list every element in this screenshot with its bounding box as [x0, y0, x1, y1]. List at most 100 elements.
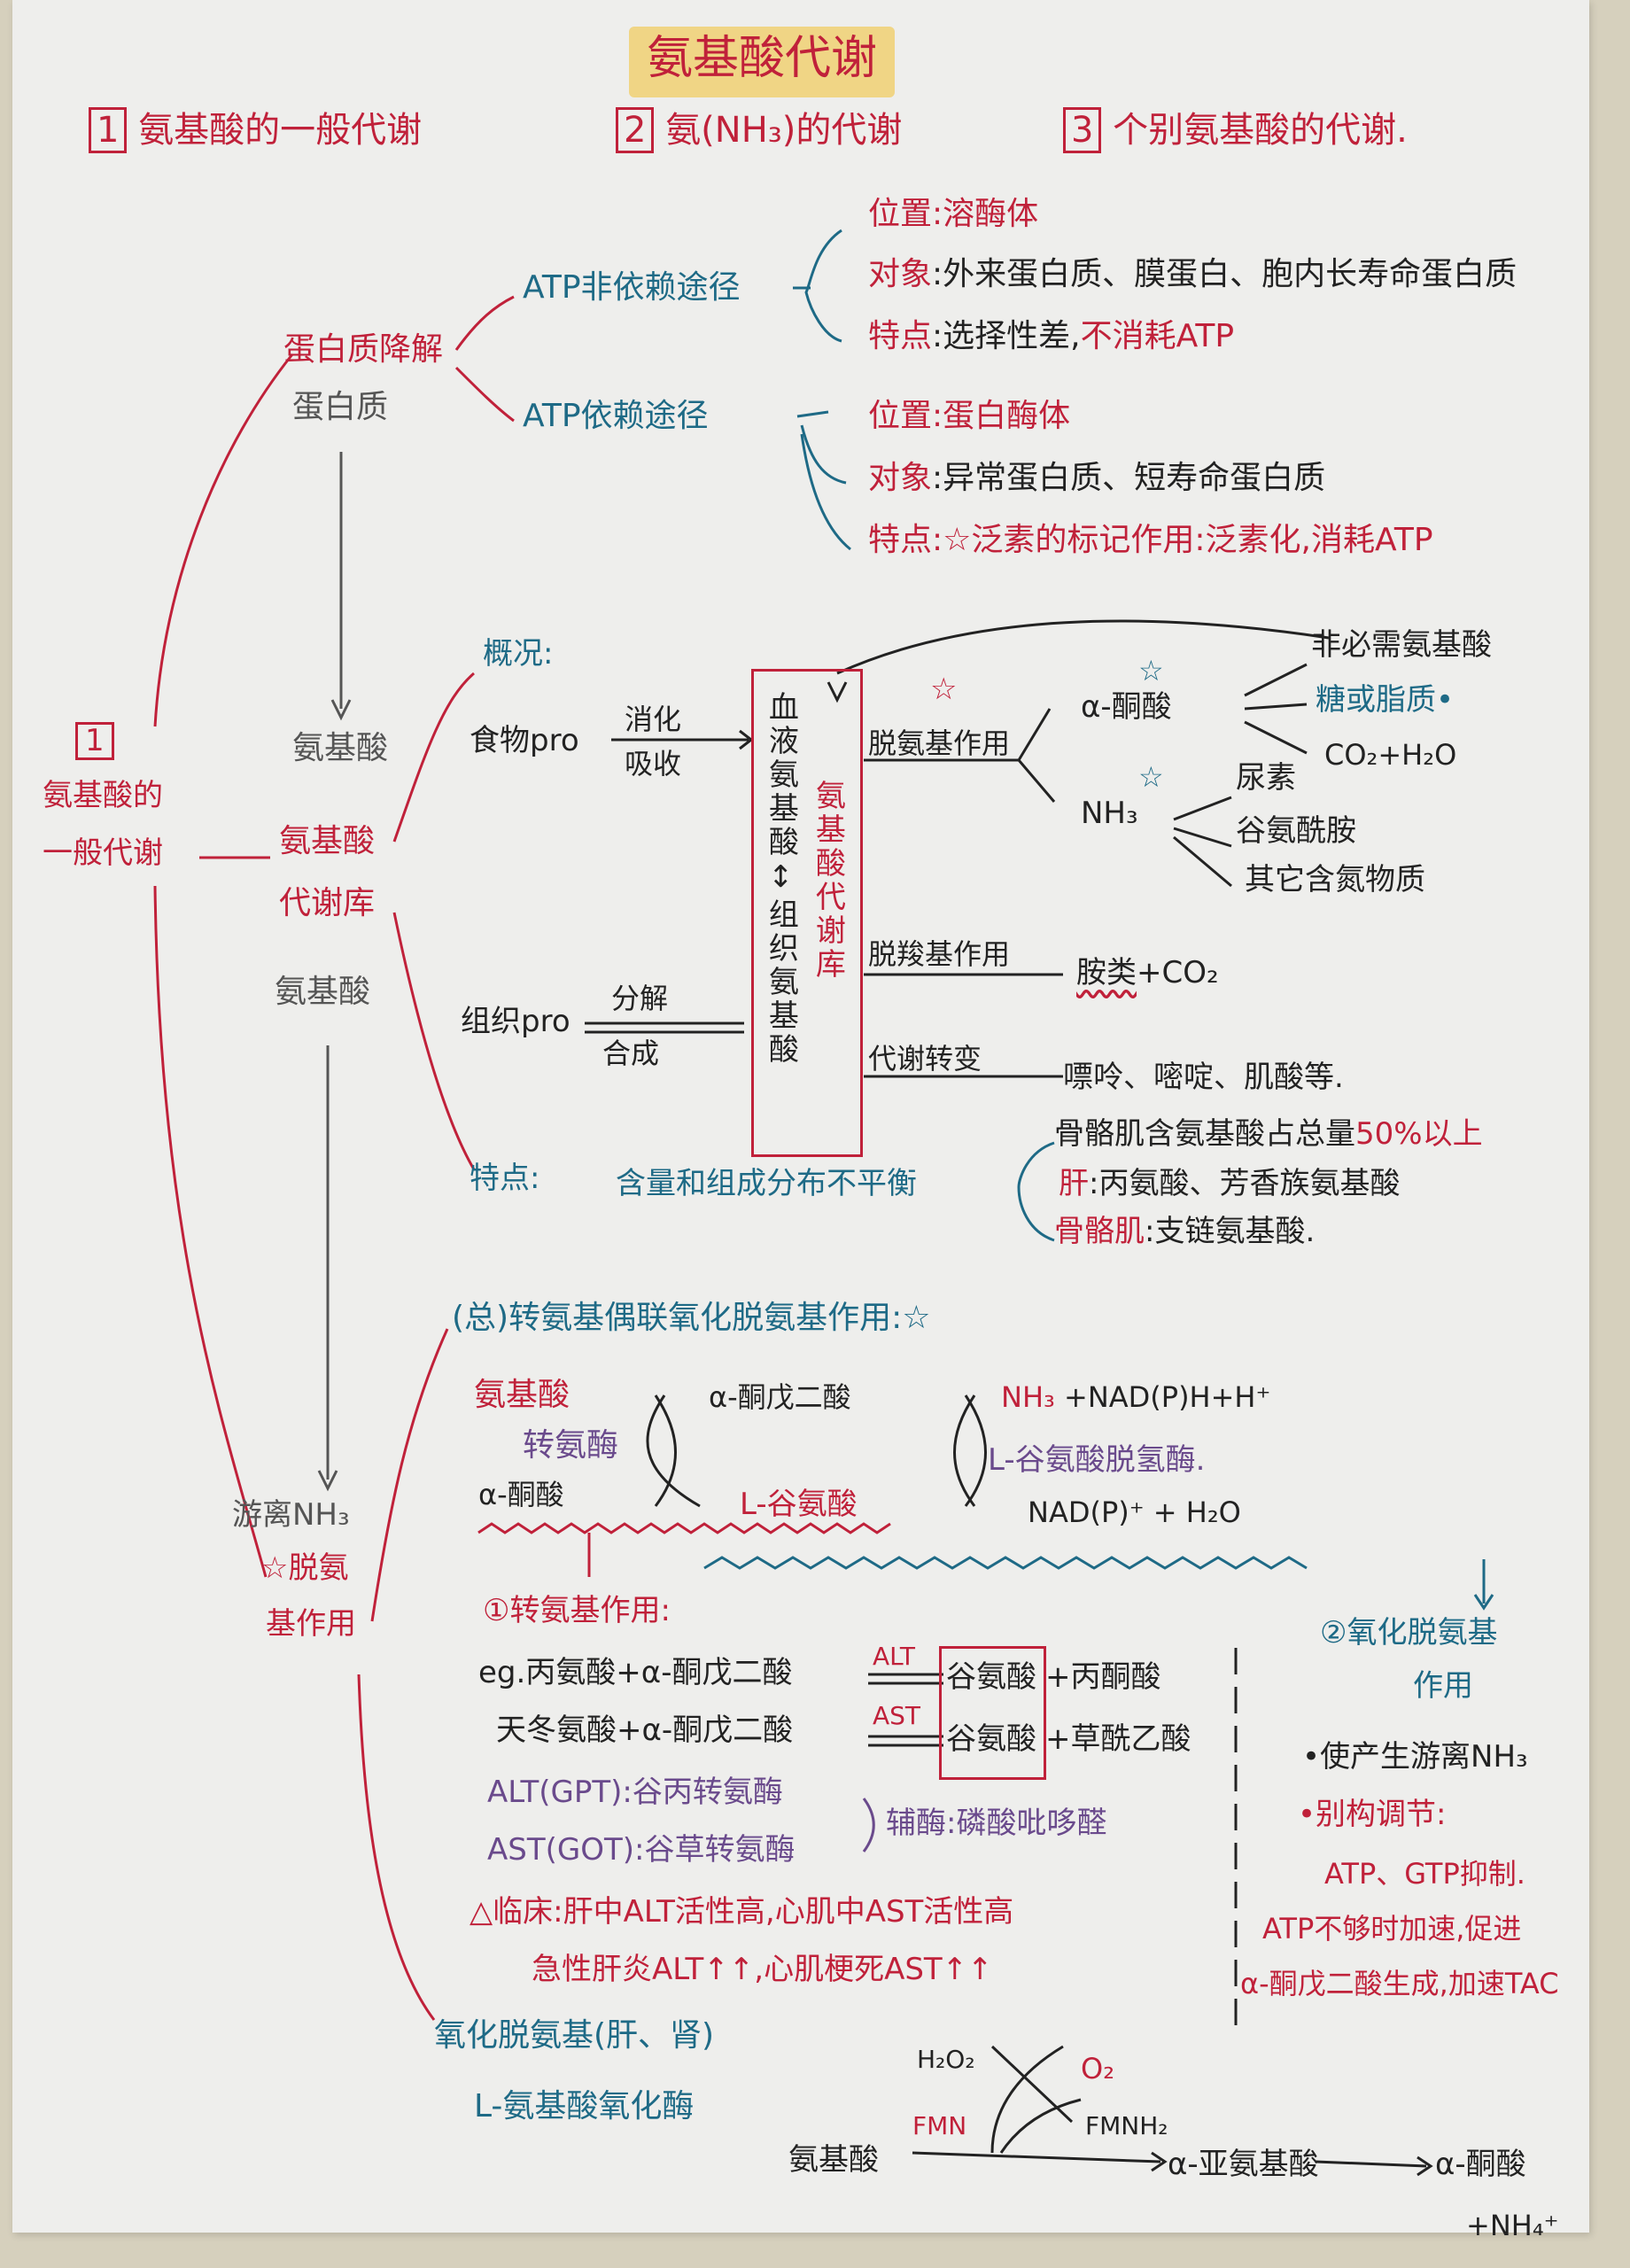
nh3-product-1: 尿素	[1236, 760, 1296, 796]
section-3-label: 个别氨基酸的代谢.	[1113, 110, 1408, 151]
section-1-header: 1 氨基酸的一般代谢	[89, 107, 423, 153]
alt-definition: ALT(GPT):谷丙转氨酶	[487, 1775, 783, 1810]
decompose-label: 分解	[611, 982, 669, 1015]
page-title: 氨基酸代谢	[647, 32, 878, 85]
oxdeam-substrate: 氨基酸	[788, 2142, 879, 2178]
regulation-1: ATP、GTP抑制.	[1324, 1857, 1525, 1891]
pool-box-left-text: 血液氨基酸↕组织氨基酸	[763, 691, 799, 1067]
metabolic-conversion-label: 代谢转变	[868, 1042, 982, 1076]
oxidative-title-2: 作用	[1413, 1668, 1473, 1704]
fmnh2-label: FMNH₂	[1085, 2111, 1168, 2140]
glutamate-box	[939, 1646, 1046, 1780]
atp-dependent-pathway: ATP依赖途径	[523, 398, 709, 434]
nh3-label: NH₃	[1081, 796, 1138, 831]
decarboxylation-label: 脱羧基作用	[868, 937, 1011, 971]
section-3-header: 3 个别氨基酸的代谢.	[1063, 107, 1408, 153]
title-highlight	[629, 27, 895, 97]
regulation-3: α-酮戊二酸生成,加速TAC	[1240, 1967, 1559, 2000]
feature-item-1: 骨骼肌含氨基酸占总量50%以上	[1054, 1116, 1483, 1152]
amino-pool-box	[751, 669, 863, 1157]
alpha-keto-acid: α-酮酸	[1081, 689, 1172, 725]
nh3-product-2: 谷氨酰胺	[1236, 813, 1356, 849]
pool-box-right-text: 氨基酸代谢库	[810, 780, 846, 982]
section-1-label: 氨基酸的一般代谢	[138, 110, 423, 151]
alpha-product-2: 糖或脂质•	[1316, 682, 1455, 718]
coupled-title: (总)转氨基偶联氧化脱氨基作用:☆	[452, 1300, 931, 1336]
coupled-amino-acid: 氨基酸	[474, 1377, 570, 1413]
eg1-glu: 谷氨酸	[946, 1659, 1036, 1695]
coupled-nadp: NAD(P)⁺ + H₂O	[1028, 1495, 1241, 1529]
keto-acid: α-酮酸	[1435, 2147, 1526, 2182]
section-2-header: 2 氨(NH₃)的代谢	[616, 107, 903, 153]
nh4-label: +NH₄⁺	[1466, 2209, 1559, 2242]
atp-indep-location: 位置:溶酶体	[868, 196, 1039, 232]
clinical-line2: 急性肝炎ALT↑↑,心肌梗死AST↑↑	[532, 1952, 993, 1987]
feature-key: 特点:	[470, 1161, 540, 1196]
coupled-nh3-line: NH₃ +NAD(P)H+H⁺	[1001, 1380, 1271, 1414]
atp-indep-target: 对象:外来蛋白质、膜蛋白、胞内长寿命蛋白质	[868, 256, 1517, 292]
nh3-product-3: 其它含氮物质	[1245, 862, 1425, 897]
eg2-left: 天冬氨酸+α-酮戊二酸	[496, 1713, 794, 1748]
section-3-num: 3	[1063, 107, 1102, 153]
star-icon: ☆	[930, 672, 958, 707]
glu-dehydrogenase: L-谷氨酸脱氢酶.	[988, 1442, 1206, 1478]
l-amino-oxidase: L-氨基酸氧化酶	[474, 2088, 695, 2124]
conversion-product: 嘌呤、嘧啶、肌酸等.	[1063, 1060, 1344, 1095]
coupled-akg: α-酮戊二酸	[709, 1380, 851, 1414]
coupled-alpha-keto: α-酮酸	[478, 1478, 564, 1511]
root-line1: 氨基酸的	[43, 778, 163, 813]
atp-dep-location: 位置:蛋白酶体	[868, 398, 1071, 434]
pool-label-1: 氨基酸	[279, 823, 376, 859]
atp-dep-target: 对象:异常蛋白质、短寿命蛋白质	[868, 460, 1326, 496]
root-line2: 一般代谢	[43, 835, 163, 871]
oxidative-bullet-2: •别构调节:	[1298, 1797, 1447, 1832]
section-1-num: 1	[89, 107, 128, 153]
deamination-line2: 基作用	[266, 1606, 356, 1642]
star-icon-blue-1: ☆	[1138, 654, 1164, 687]
protein-subject: 蛋白质	[292, 389, 389, 425]
decarb-product: 胺类+CO₂	[1076, 955, 1219, 990]
transaminase-label: 转氨酶	[523, 1427, 619, 1464]
tissue-protein: 组织pro	[461, 1004, 570, 1039]
feature-item-3: 骨骼肌:支链氨基酸.	[1054, 1214, 1316, 1249]
atp-independent-pathway: ATP非依赖途径	[523, 269, 741, 306]
regulation-2: ATP不够时加速,促进	[1262, 1912, 1522, 1946]
oxidative-deam-title: 氧化脱氨基(肝、肾)	[434, 2017, 715, 2054]
imino-acid: α-亚氨基酸	[1168, 2147, 1319, 2182]
absorb-label: 吸收	[625, 747, 682, 781]
oxidative-title-1: ②氧化脱氨基	[1320, 1615, 1498, 1651]
eg1-enzyme: ALT	[873, 1642, 916, 1671]
digest-label: 消化	[625, 703, 682, 736]
h2o2-label: H₂O₂	[917, 2045, 975, 2074]
eg2-glu: 谷氨酸	[946, 1721, 1036, 1757]
feature-item-2: 肝:丙氨酸、芳香族氨基酸	[1059, 1166, 1401, 1201]
deamination-line1: ☆脱氨	[261, 1550, 349, 1586]
atp-indep-feature: 特点:选择性差,不消耗ATP	[868, 318, 1235, 354]
amino-acid-gray-2: 氨基酸	[275, 974, 371, 1010]
section-2-label: 氨(NH₃)的代谢	[665, 110, 903, 151]
o2-label: O₂	[1081, 2052, 1115, 2085]
food-protein: 食物pro	[470, 723, 579, 758]
deamination-label: 脱氨基作用	[868, 726, 1011, 760]
atp-dep-feature: 特点:☆泛素的标记作用:泛素化,消耗ATP	[868, 522, 1433, 558]
root-num: 1	[75, 722, 114, 761]
coenzyme: 辅酶:磷酸吡哆醛	[886, 1806, 1107, 1841]
amino-acid-gray-1: 氨基酸	[292, 730, 389, 766]
clinical-line1: △临床:肝中ALT活性高,心肌中AST活性高	[470, 1894, 1014, 1930]
alpha-product-1: 非必需氨基酸	[1311, 627, 1492, 663]
eg1-right: +丙酮酸	[1045, 1659, 1161, 1695]
pool-label-2: 代谢库	[279, 885, 376, 921]
star-icon-blue-2: ☆	[1138, 760, 1164, 794]
eg2-enzyme: AST	[873, 1701, 921, 1730]
eg1-left: eg.丙氨酸+α-酮戊二酸	[478, 1655, 793, 1690]
transamination-title: ①转氨基作用:	[483, 1593, 671, 1628]
overview-label: 概况:	[483, 636, 554, 672]
fmn-label: FMN	[912, 2111, 967, 2140]
oxidative-bullet-1: •使产生游离NH₃	[1302, 1739, 1528, 1775]
protein-degradation: 蛋白质降解	[283, 331, 444, 368]
ast-definition: AST(GOT):谷草转氨酶	[487, 1832, 796, 1868]
free-nh3: 游离NH₃	[232, 1497, 350, 1533]
section-2-num: 2	[616, 107, 655, 153]
coupled-glu: L-谷氨酸	[740, 1487, 858, 1522]
